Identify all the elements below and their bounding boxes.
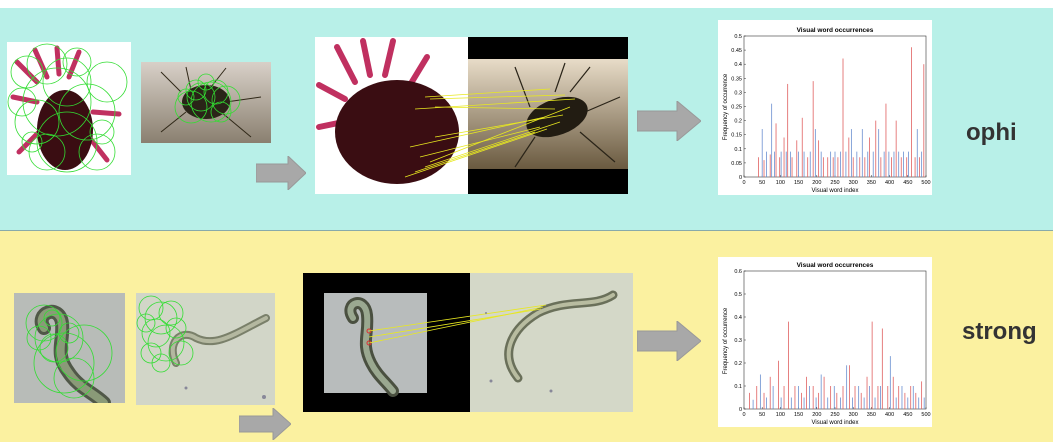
x-tick-label: 100 [776, 180, 785, 186]
y-tick-label: 0.3 [734, 338, 742, 344]
y-tick-label: 0.4 [734, 315, 742, 321]
y-axis-label: Frequency of occurrence [723, 73, 729, 140]
x-tick-label: 300 [849, 180, 858, 186]
y-tick-label: 0.1 [734, 147, 742, 153]
x-tick-label: 300 [849, 412, 858, 418]
y-tick-label: 0.45 [731, 48, 742, 54]
x-tick-label: 200 [812, 412, 821, 418]
arrow-right-icon [637, 101, 701, 146]
y-tick-label: 0.6 [734, 269, 742, 275]
mite-keypoints-image [7, 42, 131, 175]
y-axis-label: Frequency of occurrence [723, 307, 729, 374]
x-tick-label: 400 [885, 180, 894, 186]
histogram-chart-strong: Visual word occurrences Visual word inde… [718, 257, 932, 427]
x-tick-label: 350 [867, 412, 876, 418]
x-tick-label: 250 [830, 180, 839, 186]
x-tick-label: 50 [759, 180, 765, 186]
mite-photo-keypoints-image [141, 62, 271, 143]
chart-title: Visual word occurrences [797, 262, 874, 269]
x-tick-label: 450 [903, 412, 912, 418]
x-tick-label: 250 [830, 412, 839, 418]
y-tick-label: 0.25 [731, 105, 742, 111]
class-label-ophi: ophi [966, 119, 1017, 147]
x-tick-label: 100 [776, 412, 785, 418]
class-label-strong: strong [962, 318, 1037, 346]
x-tick-label: 200 [812, 180, 821, 186]
histogram-svg: Visual word occurrences Visual word inde… [718, 20, 932, 195]
x-tick-label: 50 [759, 412, 765, 418]
arrow-right-icon [256, 156, 306, 195]
chart-title: Visual word occurrences [797, 27, 874, 34]
y-tick-label: 0.05 [731, 161, 742, 167]
x-tick-label: 150 [794, 412, 803, 418]
y-tick-label: 0.15 [731, 133, 742, 139]
y-tick-label: 0.1 [734, 384, 742, 390]
x-tick-label: 0 [742, 180, 745, 186]
histogram-svg: Visual word occurrences Visual word inde… [718, 257, 932, 427]
x-tick-label: 350 [867, 180, 876, 186]
x-tick-label: 500 [921, 412, 930, 418]
x-tick-label: 400 [885, 412, 894, 418]
arrow-right-icon [637, 321, 701, 366]
x-axis-label: Visual word index [812, 420, 859, 426]
y-tick-label: 0.4 [734, 62, 742, 68]
y-tick-label: 0.3 [734, 90, 742, 96]
larva-matching-image [303, 273, 633, 412]
arrow-right-icon [239, 408, 291, 445]
x-tick-label: 0 [742, 412, 745, 418]
y-tick-label: 0.2 [734, 361, 742, 367]
y-tick-label: 0.35 [731, 76, 742, 82]
x-tick-label: 500 [921, 180, 930, 186]
histogram-chart-ophi: Visual word occurrences Visual word inde… [718, 20, 932, 195]
y-tick-label: 0 [739, 407, 742, 413]
x-tick-label: 450 [903, 180, 912, 186]
x-axis-label: Visual word index [812, 188, 859, 194]
larva-keypoints-image [136, 293, 275, 405]
larva-closeup-keypoints-image [14, 293, 125, 403]
y-tick-label: 0 [739, 175, 742, 181]
y-tick-label: 0.5 [734, 34, 742, 40]
x-tick-label: 150 [794, 180, 803, 186]
y-tick-label: 0.5 [734, 292, 742, 298]
mite-matching-image [315, 37, 628, 194]
y-tick-label: 0.2 [734, 119, 742, 125]
